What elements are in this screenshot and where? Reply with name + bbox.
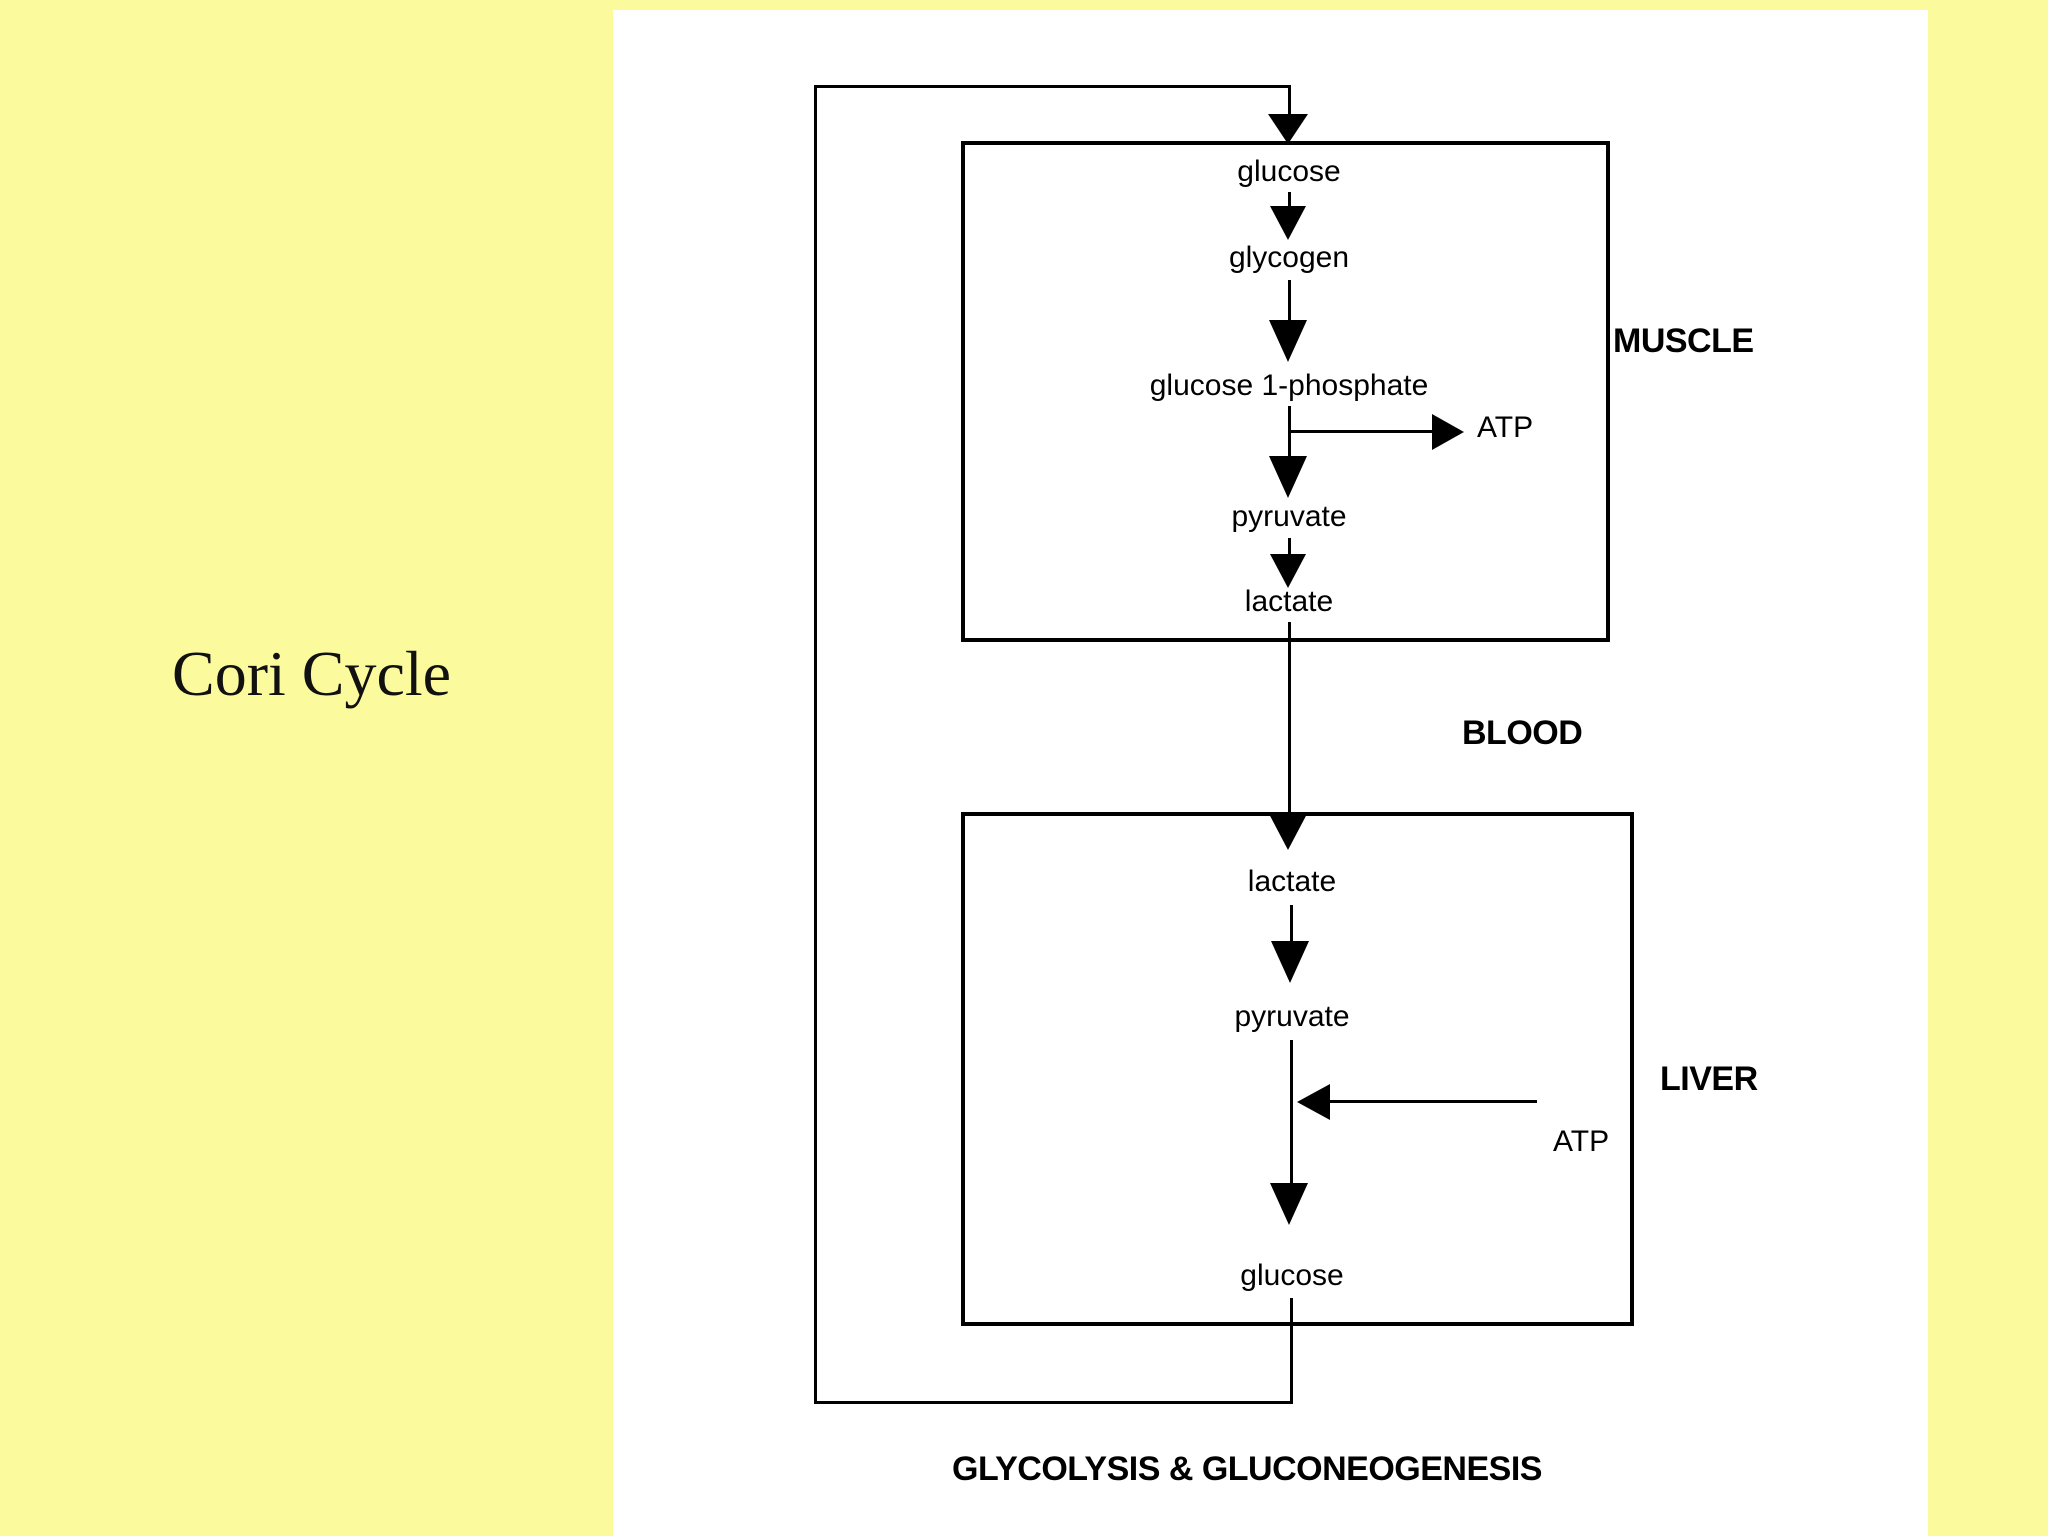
arrow-g1p-to-pyruvate-icon	[1269, 456, 1307, 498]
muscle-box	[961, 141, 1610, 642]
muscle-flow-line	[1288, 538, 1291, 558]
loop-left-line	[814, 85, 817, 1404]
arrow-lactate-to-pyruvate-icon	[1271, 941, 1309, 983]
slide-title: Cori Cycle	[172, 638, 452, 709]
muscle-atp-branch-line	[1289, 430, 1432, 433]
muscle-region-label: MUSCLE	[1613, 322, 1754, 360]
arrow-from-atp-icon	[1297, 1084, 1330, 1120]
liver-region-label: LIVER	[1660, 1060, 1758, 1098]
blood-connector-line	[1288, 622, 1291, 814]
liver-box	[961, 812, 1634, 1326]
muscle-atp-label: ATP	[1477, 411, 1534, 444]
liver-flow-line	[1290, 905, 1293, 943]
muscle-node-lactate: lactate	[1244, 585, 1334, 618]
loop-entry-line	[1288, 88, 1291, 118]
liver-node-lactate: lactate	[1247, 865, 1337, 898]
liver-node-glucose: glucose	[1240, 1259, 1344, 1292]
arrow-to-atp-icon	[1432, 414, 1464, 450]
muscle-node-glucose: glucose	[1237, 155, 1341, 188]
arrow-into-muscle-icon	[1268, 114, 1308, 144]
arrow-pyruvate-to-glucose-icon	[1270, 1183, 1308, 1225]
arrow-into-liver-icon	[1268, 812, 1308, 850]
muscle-node-pyruvate: pyruvate	[1231, 500, 1347, 533]
muscle-node-glycogen: glycogen	[1228, 241, 1350, 274]
arrow-glucose-to-glycogen-icon	[1270, 206, 1306, 240]
liver-exit-line	[1290, 1298, 1293, 1404]
arrow-pyruvate-to-lactate-icon	[1270, 554, 1306, 588]
liver-node-pyruvate: pyruvate	[1234, 1000, 1350, 1033]
liver-atp-line	[1330, 1100, 1537, 1103]
arrow-glycogen-to-g1p-icon	[1269, 320, 1307, 362]
loop-bottom-line	[814, 1401, 1293, 1404]
muscle-node-glucose-1-phosphate: glucose 1-phosphate	[1149, 369, 1429, 402]
muscle-flow-line	[1288, 406, 1291, 460]
diagram-caption: GLYCOLYSIS & GLUCONEOGENESIS	[952, 1450, 1542, 1488]
loop-top-line	[814, 85, 1291, 88]
blood-region-label: BLOOD	[1462, 714, 1583, 752]
diagram-panel	[613, 10, 1928, 1536]
muscle-flow-line	[1288, 280, 1291, 322]
muscle-flow-line	[1288, 192, 1291, 208]
liver-flow-line	[1290, 1040, 1293, 1185]
liver-atp-label: ATP	[1553, 1125, 1610, 1158]
